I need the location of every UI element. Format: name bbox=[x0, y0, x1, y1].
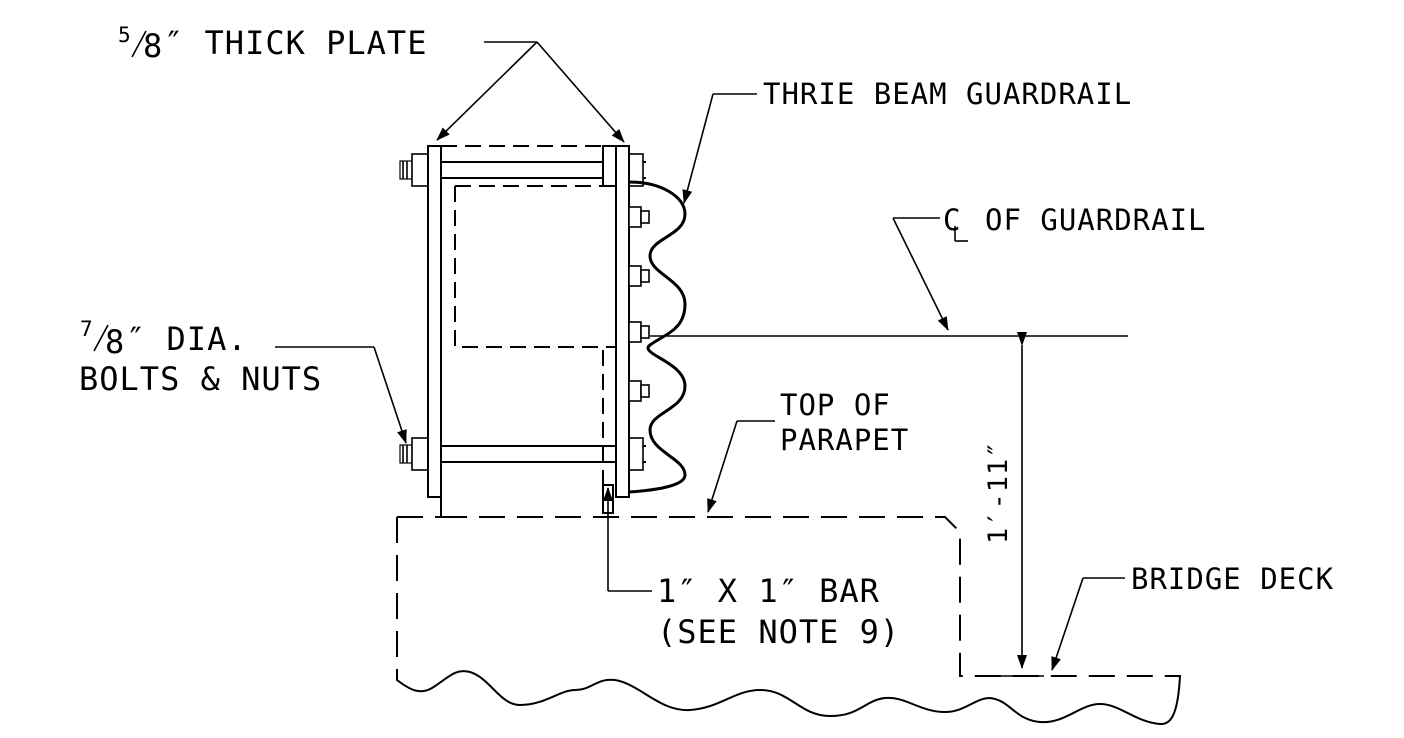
dimension-line bbox=[1000, 332, 1044, 677]
thrie-beam-label: THRIE BEAM GUARDRAIL bbox=[763, 77, 1132, 111]
bar-label-line2: (SEE NOTE 9) bbox=[657, 613, 900, 651]
break-line bbox=[395, 670, 1182, 726]
bolt-diameter-denominator: 8 bbox=[105, 323, 125, 361]
plate-left bbox=[427, 145, 442, 518]
plate-right bbox=[602, 145, 630, 498]
bolts-label-line1: ″ DIA. bbox=[126, 320, 248, 358]
dimension-label: 1′-11″ bbox=[983, 440, 1014, 544]
plate-thickness-numerator: 5 bbox=[118, 23, 131, 47]
bolts-label-line2: BOLTS & NUTS bbox=[79, 360, 322, 398]
plate-label-text: ″ THICK PLATE bbox=[164, 24, 427, 62]
rail-bolt-heads bbox=[628, 206, 650, 402]
plate-thickness-denominator: 8 bbox=[143, 27, 163, 65]
bar-label-line1: 1″ X 1″ BAR bbox=[657, 572, 880, 610]
centerline-symbol: C bbox=[943, 203, 961, 237]
centerline-label: C OF GUARDRAIL bbox=[943, 203, 1207, 242]
hidden-block bbox=[441, 145, 616, 517]
thrie-beam-profile bbox=[628, 180, 687, 494]
bolt-diameter-numerator: 7 bbox=[80, 317, 93, 341]
parapet-label-line1: TOP OF bbox=[780, 388, 891, 422]
parapet-label-line2: PARAPET bbox=[780, 423, 909, 457]
bolts-label: 7 8 ″ DIA. BOLTS & NUTS bbox=[79, 317, 322, 398]
leaders bbox=[275, 41, 1125, 671]
centerline-label-text: OF GUARDRAIL bbox=[985, 203, 1207, 237]
bridge-deck-label: BRIDGE DECK bbox=[1131, 562, 1334, 596]
plate-label: 5 8 ″ THICK PLATE bbox=[118, 23, 427, 65]
